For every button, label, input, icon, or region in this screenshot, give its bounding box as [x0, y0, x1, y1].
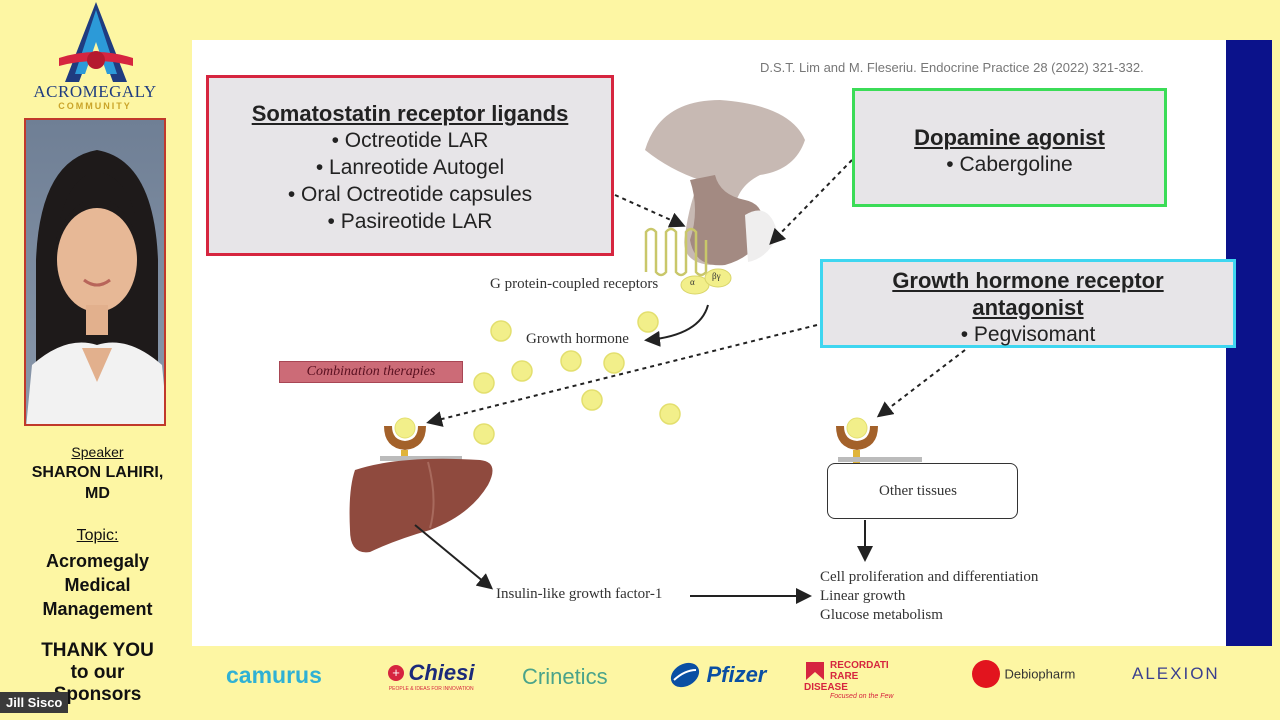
ghra-item: Pegvisomant: [823, 321, 1233, 348]
gh-particle: [637, 311, 659, 333]
sponsor-pfizer-label: Pfizer: [706, 662, 767, 687]
sponsor-debiopharm-label: Debiopharm: [1004, 666, 1076, 682]
arrow-pituitary-to-gh: [644, 304, 709, 347]
gh-particle: [511, 360, 533, 382]
topic-label: Topic:: [76, 527, 119, 544]
gh-particle: [490, 320, 512, 342]
ssrl-item: Pasireotide LAR: [209, 208, 611, 235]
logo-title: ACROMEGALY: [33, 82, 157, 101]
arrow-da-to-pituitary: [769, 159, 853, 245]
arrow-ghra-to-liver: [426, 324, 818, 427]
sponsor-chiesi: + Chiesi PEOPLE & IDEAS FOR INNOVATION: [388, 660, 474, 692]
topic-text: Acromegaly Medical Management: [42, 551, 153, 619]
other-tissues-label: Other tissues: [879, 483, 957, 499]
sponsors-thanks: THANK YOU to our Sponsors: [41, 640, 154, 705]
sponsor-camurus: camurus: [226, 662, 322, 688]
other-tissues-box: [827, 463, 1018, 519]
sponsor-crinetics: Crinetics: [522, 664, 608, 689]
sponsor-bar: camurus + Chiesi PEOPLE & IDEAS FOR INNO…: [192, 650, 1280, 720]
sponsor-recordati: RECORDATI RARE DISEASE Focused on the Fe…: [804, 660, 934, 700]
sidebar: ACROMEGALY COMMUNITY Speaker SHARON LAHI…: [0, 0, 192, 720]
chiesi-tagline: PEOPLE & IDEAS FOR INNOVATION: [388, 686, 474, 692]
speaker-video: [24, 118, 166, 426]
growth-hormone-label: Growth hormone: [526, 331, 629, 347]
sponsor-debiopharm: Debiopharm: [972, 660, 1075, 688]
g-alpha-label: α: [690, 277, 695, 287]
recordati-logo-icon: [806, 662, 824, 680]
speaker-name: SHARON LAHIRI, MD: [31, 464, 164, 502]
arrow-liver-to-igf1: [414, 524, 494, 590]
chiesi-plus-icon: +: [388, 665, 404, 681]
sponsor-chiesi-label: Chiesi: [408, 660, 475, 685]
gh-particle: [581, 389, 603, 411]
gh-particle: [560, 350, 582, 372]
dopamine-title: Dopamine agonist: [914, 125, 1105, 150]
ssrl-item: Oral Octreotide capsules: [209, 181, 611, 208]
speaker-label: Speaker: [71, 444, 124, 460]
pfizer-pill-icon: [670, 662, 700, 688]
participant-name-tag: Jill Sisco: [0, 692, 69, 713]
ghra-box: Growth hormone receptor antagonist Pegvi…: [820, 259, 1236, 348]
ssrl-item: Lanreotide Autogel: [209, 154, 611, 181]
dopamine-item: Cabergoline: [855, 151, 1164, 178]
gpcr-label: G protein-coupled receptors: [490, 276, 659, 292]
gh-particle: [473, 372, 495, 394]
combination-therapies-label: Combination therapies: [279, 361, 463, 383]
gh-particle: [473, 423, 495, 445]
ssrl-item: Octreotide LAR: [209, 127, 611, 154]
tissue-membrane: [838, 457, 922, 462]
sponsor-pfizer: Pfizer: [668, 658, 766, 692]
arrow-ssrl-to-gpcr: [614, 194, 686, 228]
g-beta-gamma-label: βγ: [712, 271, 721, 281]
ssrl-box: Somatostatin receptor ligands Octreotide…: [206, 75, 614, 256]
citation: D.S.T. Lim and M. Fleseriu. Endocrine Pr…: [760, 60, 1144, 75]
recordati-tagline: Focused on the Few: [830, 693, 894, 700]
liver-membrane: [380, 456, 462, 461]
sponsor-recordati-label: RECORDATI RARE DISEASE: [804, 660, 889, 693]
gh-particle: [659, 403, 681, 425]
effect-label: Glucose metabolism: [820, 607, 943, 623]
ssrl-title: Somatostatin receptor ligands: [251, 101, 569, 126]
dopamine-agonist-box: Dopamine agonist Cabergoline: [852, 88, 1167, 207]
liver-icon: [349, 458, 493, 553]
ghra-title: Growth hormone receptor antagonist: [892, 268, 1164, 320]
igf1-label: Insulin-like growth factor-1: [496, 586, 663, 602]
speaker-avatar-icon: [26, 150, 164, 424]
pituitary-gland-icon: [645, 100, 805, 266]
effect-label: Linear growth: [820, 588, 906, 604]
g-protein-beta-gamma-icon: [704, 268, 732, 288]
growth-hormone-particles: [473, 311, 681, 445]
logo-subtitle: COMMUNITY: [58, 101, 132, 111]
debiopharm-dot-icon: [972, 660, 1000, 688]
gpcr-icon: [644, 227, 708, 277]
effect-label: Cell proliferation and differentiation: [820, 569, 1039, 585]
gh-particle: [603, 352, 625, 374]
arrow-ghra-to-tissue: [876, 349, 966, 418]
acromegaly-logo-icon: [59, 2, 133, 82]
sponsor-alexion: ALEXION: [1132, 664, 1220, 683]
